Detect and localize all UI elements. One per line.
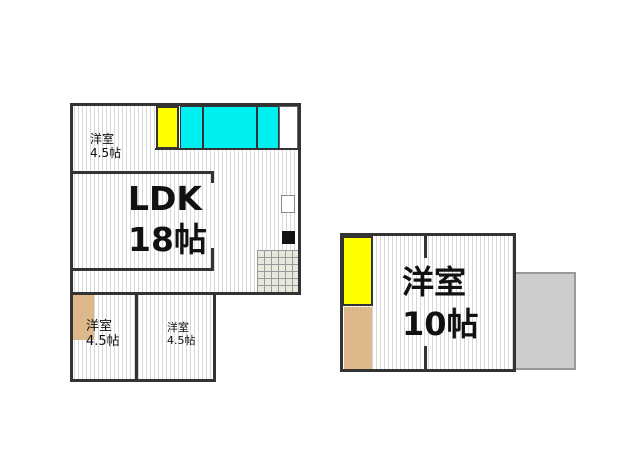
closet [156, 106, 179, 149]
wall [340, 233, 343, 372]
stairs [344, 307, 372, 369]
stove [282, 231, 295, 244]
wall [211, 171, 214, 183]
entrance-tile [257, 250, 298, 293]
wall [135, 292, 138, 381]
wall [213, 292, 216, 382]
wall [424, 234, 427, 258]
bathroom [257, 106, 279, 149]
wall [211, 248, 214, 270]
wall [340, 369, 516, 372]
closet [342, 236, 373, 306]
floor-1-lower-area [71, 293, 214, 380]
wall [71, 292, 216, 295]
balcony [514, 272, 576, 370]
wall [424, 346, 427, 370]
stairs [73, 295, 94, 340]
wall [340, 233, 516, 236]
washroom [203, 106, 257, 149]
wall [70, 103, 301, 106]
wall [513, 233, 516, 372]
toilet [180, 106, 203, 149]
wall [213, 292, 301, 295]
wall [70, 103, 73, 382]
wall [155, 148, 299, 150]
wall [298, 103, 301, 295]
wall [71, 171, 214, 174]
bathtub [279, 106, 298, 149]
wall [70, 379, 216, 382]
wall [71, 268, 214, 271]
sink [281, 195, 295, 213]
